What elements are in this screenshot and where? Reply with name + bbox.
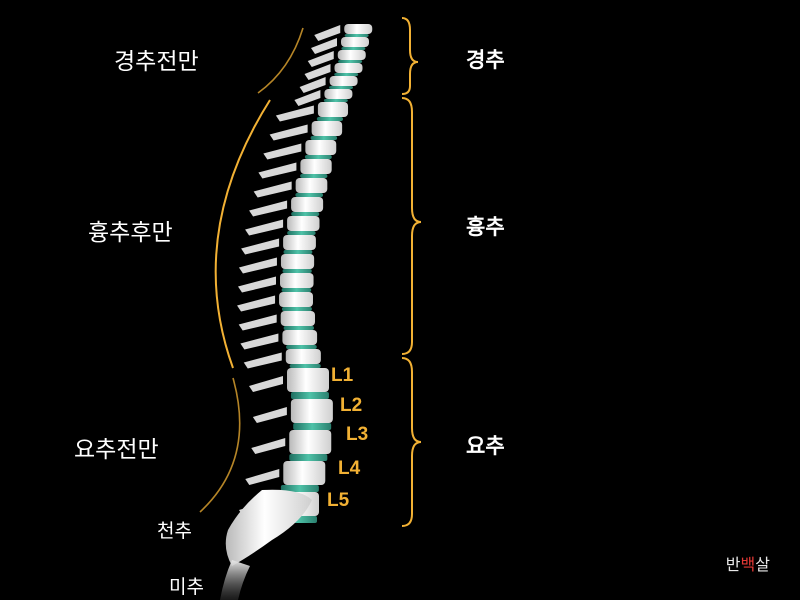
cervical-region-label: 경추 xyxy=(466,48,505,72)
spinous-process xyxy=(258,162,297,179)
intervertebral-disc xyxy=(289,454,328,461)
spinous-process xyxy=(307,51,334,67)
intervertebral-disc xyxy=(300,174,328,178)
spinous-process xyxy=(252,407,287,423)
vertebral-body xyxy=(287,216,320,231)
spinous-process xyxy=(314,25,341,41)
vertebral-body xyxy=(280,311,316,326)
vertebral-body xyxy=(341,37,369,47)
vertebral-body xyxy=(283,461,326,485)
intervertebral-disc xyxy=(282,269,312,273)
lumbar-l5-label: L5 xyxy=(327,490,350,511)
spinous-process xyxy=(245,469,280,485)
thoracic-kyphosis-label: 흉추후만 xyxy=(88,220,173,246)
spinous-process xyxy=(249,200,288,217)
intervertebral-disc xyxy=(338,60,363,63)
spinous-process xyxy=(299,77,326,93)
vertebral-body xyxy=(282,330,318,345)
lumbar-brace xyxy=(401,357,422,527)
vertebral-body xyxy=(329,76,358,86)
intervertebral-disc xyxy=(281,288,312,292)
intervertebral-disc xyxy=(283,326,314,330)
spinous-process xyxy=(237,295,276,312)
thoracic-region-label: 흉추 xyxy=(466,215,505,239)
spine-illustration xyxy=(237,24,373,523)
lumbar-l4-label: L4 xyxy=(338,458,361,479)
sacrum-label: 천추 xyxy=(157,520,192,542)
intervertebral-disc xyxy=(280,485,319,492)
spinous-process xyxy=(294,90,321,106)
vertebral-body xyxy=(324,89,353,99)
intervertebral-disc xyxy=(310,136,338,140)
intervertebral-disc xyxy=(293,423,332,430)
spinous-process xyxy=(238,276,276,293)
vertebral-body xyxy=(305,140,337,155)
lumbar-l3-label: L3 xyxy=(346,424,369,445)
sacrum-shape xyxy=(225,489,312,566)
intervertebral-disc xyxy=(316,117,343,121)
vertebral-body xyxy=(344,24,373,34)
vertebral-body xyxy=(291,197,324,212)
vertebral-body xyxy=(283,235,316,250)
intervertebral-disc xyxy=(323,99,348,102)
vertebral-body xyxy=(280,273,314,288)
vertebral-body xyxy=(287,368,329,392)
spinous-process xyxy=(245,219,284,236)
lumbar-region-label: 요추 xyxy=(466,434,505,458)
intervertebral-disc xyxy=(295,193,324,197)
vertebral-body xyxy=(295,178,328,193)
spinous-process xyxy=(269,124,308,141)
cervical-lordosis-label: 경추전만 xyxy=(114,49,199,75)
thoracic-curve-arc xyxy=(214,99,271,369)
spinous-process xyxy=(240,333,279,350)
vertebral-body xyxy=(289,430,332,454)
vertebral-body xyxy=(280,254,315,269)
lumbar-l1-label: L1 xyxy=(331,365,354,386)
intervertebral-disc xyxy=(281,307,312,311)
spinous-process xyxy=(243,352,282,369)
lumbar-l2-label: L2 xyxy=(340,395,363,416)
spinous-process xyxy=(275,105,314,122)
vertebral-body xyxy=(317,102,349,117)
cervical-curve-arc xyxy=(257,27,304,94)
vertebral-body xyxy=(311,121,343,136)
spinous-process xyxy=(311,38,337,54)
intervertebral-disc xyxy=(290,392,329,399)
brand-logo: 반백살 xyxy=(726,551,770,575)
coccyx-label: 미추 xyxy=(169,576,204,598)
vertebral-body xyxy=(279,292,313,307)
lumbar-lordosis-label: 요추전만 xyxy=(74,437,159,463)
vertebral-body xyxy=(285,349,321,364)
spinous-process xyxy=(253,181,292,198)
intervertebral-disc xyxy=(334,73,359,76)
spinous-process xyxy=(241,238,280,255)
spinous-process xyxy=(263,143,302,160)
brand-part2: 백 xyxy=(740,555,756,574)
spinous-process xyxy=(304,64,331,80)
thoracic-brace xyxy=(401,97,422,355)
vertebral-body xyxy=(300,159,332,174)
cervical-brace xyxy=(401,17,419,95)
intervertebral-disc xyxy=(283,250,313,254)
intervertebral-disc xyxy=(287,231,316,235)
intervertebral-disc xyxy=(291,212,320,216)
spinous-process xyxy=(249,376,283,392)
intervertebral-disc xyxy=(341,47,366,50)
spinous-process xyxy=(238,314,277,331)
brand-part1: 반 xyxy=(725,555,741,574)
intervertebral-disc xyxy=(329,86,353,89)
intervertebral-disc xyxy=(286,345,317,349)
vertebral-body xyxy=(334,63,363,73)
coccyx-shape xyxy=(220,560,250,600)
spinous-process xyxy=(251,438,286,454)
spinous-process xyxy=(238,257,277,274)
brand-part3: 살 xyxy=(755,555,770,574)
vertebral-body xyxy=(337,50,366,60)
intervertebral-disc xyxy=(344,34,369,37)
vertebral-body xyxy=(290,399,333,423)
intervertebral-disc xyxy=(304,155,332,159)
intervertebral-disc xyxy=(289,364,321,368)
lumbar-curve-arc xyxy=(199,377,241,513)
